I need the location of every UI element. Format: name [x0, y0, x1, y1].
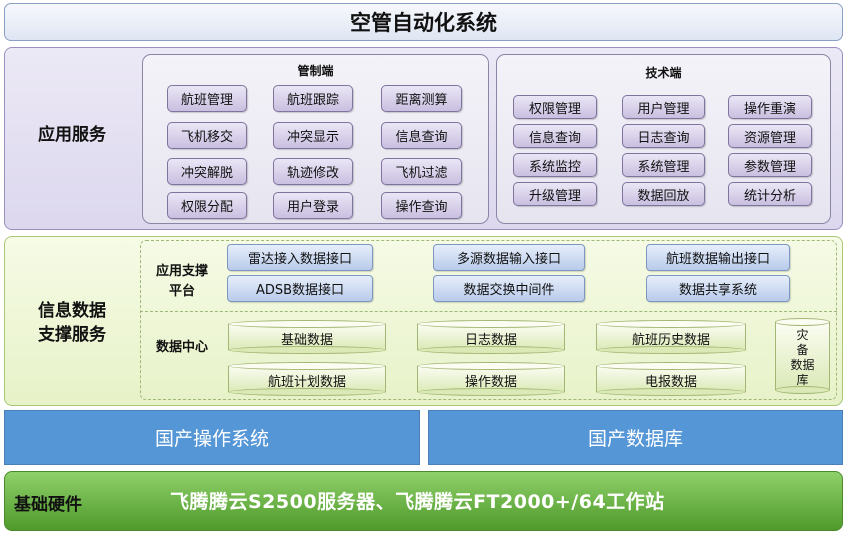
tech-item[interactable]: 信息查询: [513, 124, 597, 148]
backup-database-cylinder: 灾 备 数据 库: [775, 318, 830, 394]
database-cylinder: 航班计划数据: [228, 362, 386, 396]
backup-label-line: 数据: [790, 358, 815, 372]
os-label: 国产操作系统: [154, 428, 269, 450]
tech-item[interactable]: 系统监控: [513, 153, 597, 177]
tech-item[interactable]: 权限管理: [513, 95, 597, 119]
control-item[interactable]: 轨迹修改: [273, 158, 353, 185]
database-cylinder: 航班历史数据: [596, 320, 746, 354]
control-item[interactable]: 权限分配: [167, 192, 247, 219]
tech-item[interactable]: 参数管理: [728, 153, 812, 177]
database-cylinder: 电报数据: [596, 362, 746, 396]
tech-item[interactable]: 操作重演: [728, 95, 812, 119]
database-label: 电报数据: [644, 374, 697, 390]
tech-item[interactable]: 用户管理: [622, 95, 705, 119]
database-label: 操作数据: [464, 374, 517, 390]
control-item[interactable]: 冲突解脱: [167, 158, 247, 185]
database-cylinder: 操作数据: [417, 362, 565, 396]
platform-item[interactable]: 数据共享系统: [646, 275, 790, 302]
database-label: 航班计划数据: [267, 374, 346, 390]
tech-panel: 技术端 权限管理 用户管理 操作重演 信息查询 日志查询 资源管理 系统监控 系…: [496, 54, 831, 224]
db-label: 国产数据库: [587, 428, 683, 450]
control-item[interactable]: 冲突显示: [273, 122, 353, 149]
database-label: 航班历史数据: [631, 332, 710, 348]
control-item[interactable]: 用户登录: [273, 192, 353, 219]
backup-label-line: 备: [796, 343, 809, 357]
database-cylinder: 日志数据: [417, 320, 565, 354]
control-item[interactable]: 信息查询: [381, 122, 462, 149]
database-label: 基础数据: [280, 332, 333, 348]
data-support-label: 信息数据 支撑服务: [8, 300, 136, 348]
hardware-band: [4, 471, 843, 531]
os-box: 国产操作系统: [4, 410, 420, 465]
control-item[interactable]: 飞机过滤: [381, 158, 462, 185]
hardware-description: 飞腾腾云S2500服务器、飞腾腾云FT2000+/64工作站: [170, 491, 665, 513]
tech-panel-title: 技术端: [645, 66, 682, 80]
data-support-label-line1: 信息数据: [38, 301, 106, 321]
platform-item[interactable]: 多源数据输入接口: [433, 244, 585, 271]
control-panel: 管制端 航班管理 航班跟踪 距离测算 飞机移交 冲突显示 信息查询 冲突解脱 轨…: [142, 54, 489, 224]
data-support-divider: [140, 311, 837, 312]
data-support-frame: [140, 240, 837, 400]
tech-item[interactable]: 资源管理: [728, 124, 812, 148]
db-box: 国产数据库: [428, 410, 843, 465]
hardware-label: 基础硬件: [14, 495, 82, 515]
platform-item[interactable]: 航班数据输出接口: [646, 244, 790, 271]
tech-item[interactable]: 升级管理: [513, 182, 597, 206]
platform-item[interactable]: 雷达接入数据接口: [227, 244, 373, 271]
backup-label-line: 库: [796, 373, 809, 387]
control-item[interactable]: 航班跟踪: [273, 85, 353, 112]
control-item[interactable]: 操作查询: [381, 192, 462, 219]
page-title: 空管自动化系统: [350, 11, 497, 35]
platform-item[interactable]: ADSB数据接口: [227, 275, 373, 302]
tech-item[interactable]: 统计分析: [728, 182, 812, 206]
data-support-label-line2: 支撑服务: [38, 324, 106, 345]
platform-label-line2: 平台: [168, 283, 195, 299]
platform-label-line1: 应用支撑: [155, 264, 208, 279]
title-bar: 空管自动化系统: [4, 3, 843, 41]
control-panel-title: 管制端: [297, 64, 334, 78]
tech-item[interactable]: 数据回放: [622, 182, 705, 206]
database-label: 日志数据: [464, 332, 517, 348]
platform-item[interactable]: 数据交换中间件: [433, 275, 585, 302]
control-item[interactable]: 航班管理: [167, 85, 247, 112]
app-services-label: 应用服务: [38, 125, 106, 145]
platform-label: 应用支撑 平台: [146, 262, 218, 301]
database-cylinder: 基础数据: [228, 320, 386, 354]
backup-label-line: 灾: [796, 328, 809, 342]
tech-item[interactable]: 系统管理: [622, 153, 705, 177]
control-item[interactable]: 距离测算: [381, 85, 462, 112]
backup-database-label: 灾 备 数据 库: [775, 318, 830, 394]
tech-item[interactable]: 日志查询: [622, 124, 705, 148]
data-center-label: 数据中心: [155, 340, 208, 355]
control-item[interactable]: 飞机移交: [167, 122, 247, 149]
